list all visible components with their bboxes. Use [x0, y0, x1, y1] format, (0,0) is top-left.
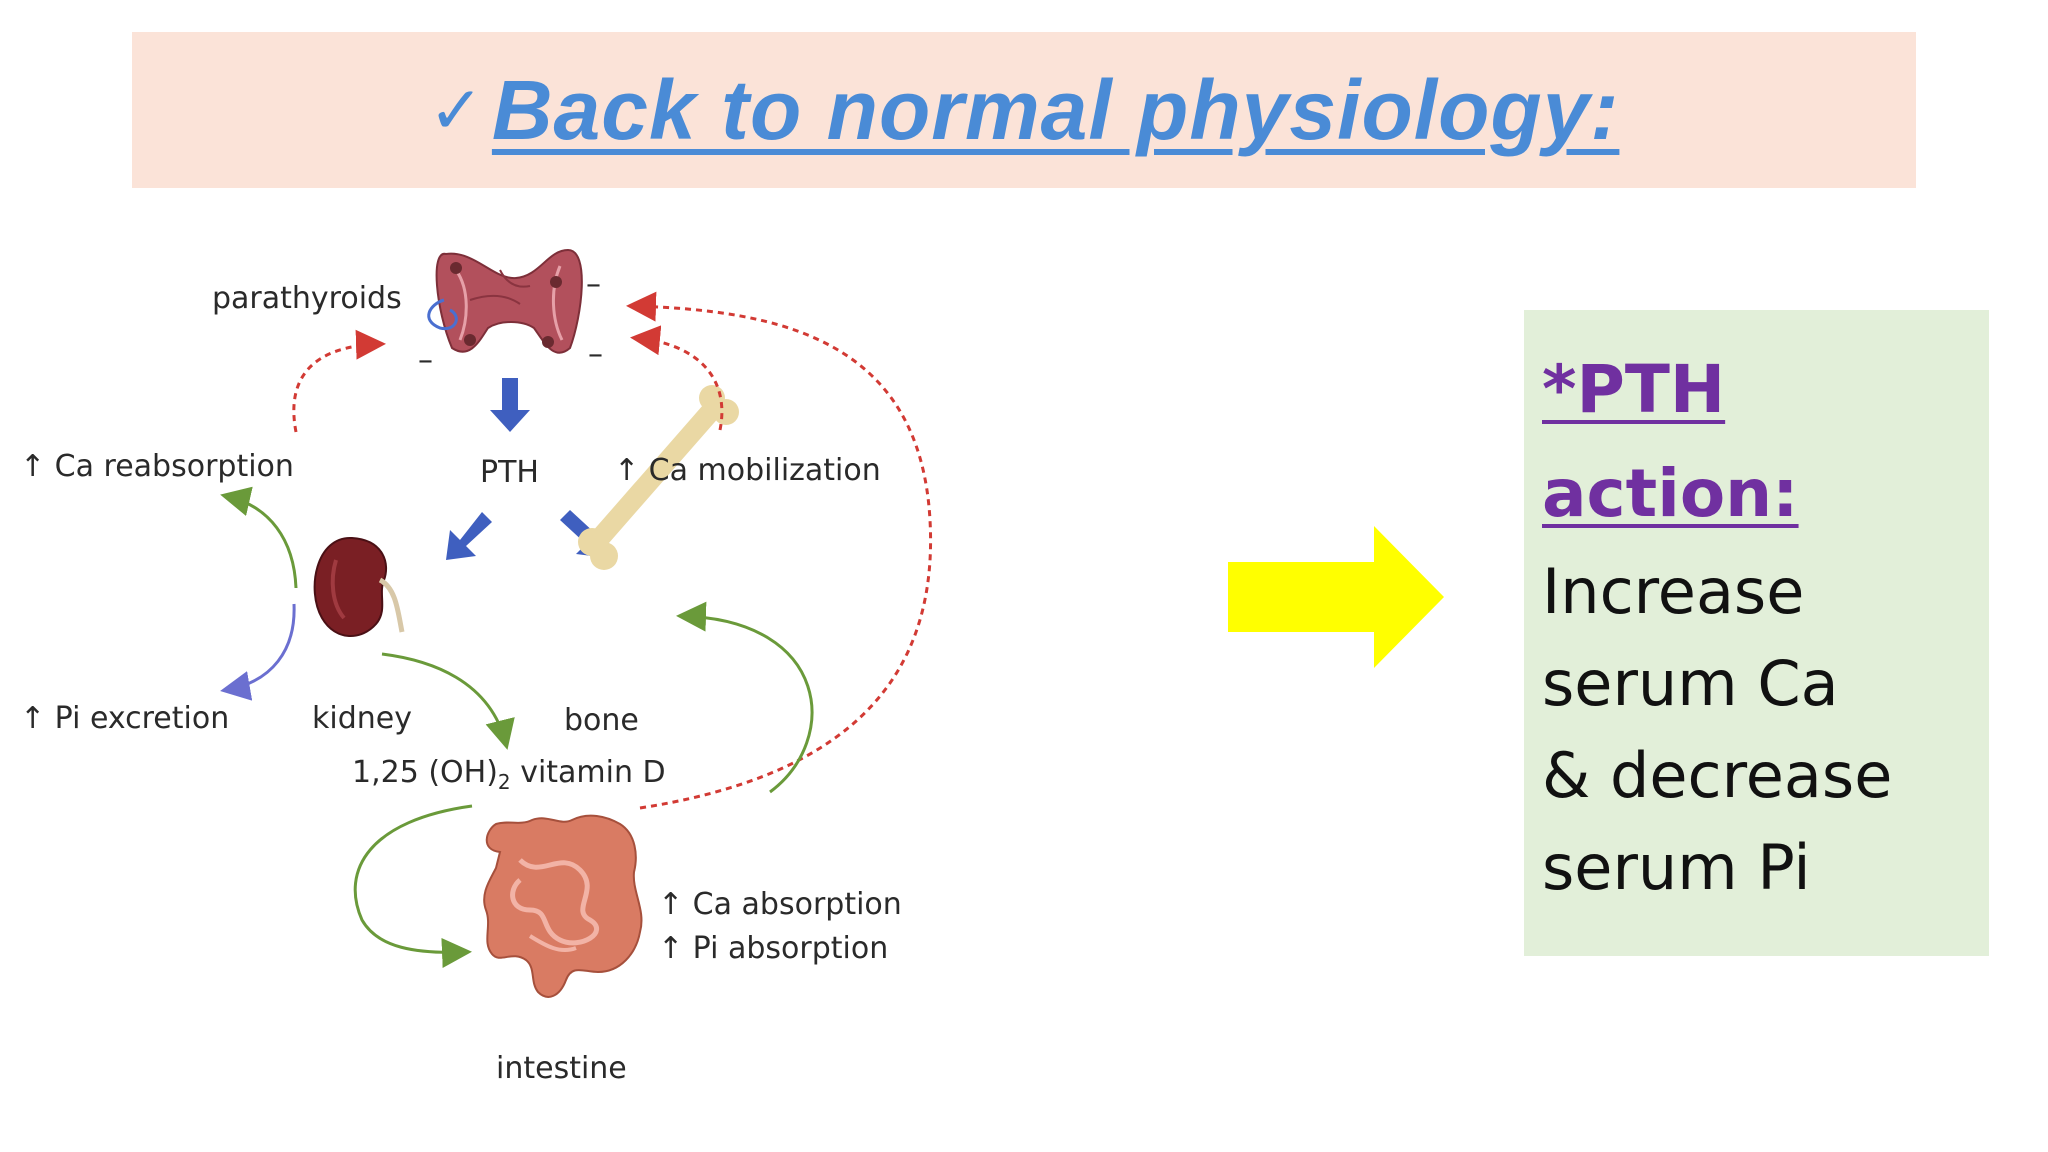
negative-feedback-arrows	[292, 291, 933, 810]
pi-excretion-label: ↑ Pi excretion	[20, 701, 230, 736]
right-arrow-icon	[1228, 526, 1448, 672]
title: ✓ Back to normal physiology:	[429, 62, 1620, 159]
vitamin-d-label: 1,25 (OH)2 vitamin D	[352, 755, 666, 794]
action-line: Increase	[1542, 555, 1805, 628]
bone-icon	[578, 385, 739, 570]
intestine-label: intestine	[496, 1051, 627, 1086]
action-line: & decrease	[1542, 739, 1893, 812]
ca-mobilization-label: ↑ Ca mobilization	[614, 453, 881, 488]
parathyroids-label: parathyroids	[212, 281, 402, 316]
pi-absorption-label: ↑ Pi absorption	[658, 931, 889, 966]
diagram-graphics	[220, 248, 933, 998]
kidney-label: kidney	[312, 701, 412, 736]
title-banner: ✓ Back to normal physiology:	[132, 32, 1916, 188]
action-line: serum Pi	[1542, 831, 1811, 904]
checkmark-icon: ✓	[428, 71, 484, 149]
minus-sign: –	[586, 267, 601, 302]
ca-absorption-label: ↑ Ca absorption	[658, 887, 902, 922]
page-title: Back to normal physiology:	[491, 62, 1620, 157]
pth-label: PTH	[480, 455, 539, 490]
action-heading: action:	[1542, 455, 1799, 532]
minus-sign: –	[588, 337, 603, 372]
vitamin-d-arrows	[220, 486, 814, 968]
intestine-icon	[483, 814, 643, 998]
minus-sign: –	[418, 343, 433, 378]
action-line: serum Ca	[1542, 647, 1839, 720]
pth-action-box: *PTH action: Increase serum Ca & decreas…	[1524, 310, 1989, 956]
pth-physiology-diagram: parathyroids – – – PTH ↑ Ca reabsorption…	[0, 220, 960, 1120]
bone-label: bone	[564, 703, 639, 738]
pi-excretion-arrow	[220, 603, 296, 701]
thyroid-gland-icon	[427, 248, 583, 354]
pth-heading: *PTH	[1542, 351, 1726, 428]
ca-reabsorption-label: ↑ Ca reabsorption	[20, 449, 294, 484]
kidney-icon	[313, 536, 405, 637]
